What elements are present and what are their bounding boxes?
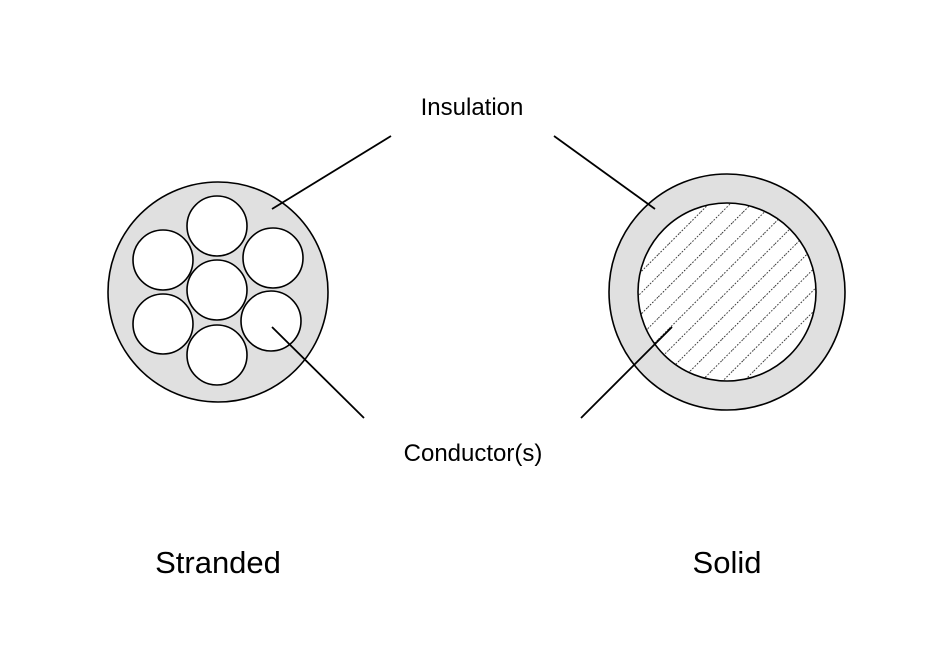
solid-core-outline bbox=[637, 202, 817, 382]
strand-center bbox=[186, 259, 248, 321]
insulation-leader-solid bbox=[553, 135, 656, 210]
stranded-cable bbox=[107, 181, 329, 403]
strand-upper-right bbox=[242, 227, 304, 289]
strand-top bbox=[186, 195, 248, 257]
conductors-label: Conductor(s) bbox=[403, 440, 543, 467]
strand-lower-left bbox=[132, 293, 194, 355]
solid-core-hatching bbox=[638, 203, 816, 381]
leader-lines bbox=[271, 135, 673, 419]
strand-upper-left bbox=[132, 229, 194, 291]
solid-cable bbox=[608, 173, 846, 411]
stranded-caption: Stranded bbox=[155, 545, 281, 580]
conductor-leader-stranded bbox=[271, 326, 365, 419]
solid-caption: Solid bbox=[692, 545, 762, 580]
strand-bottom bbox=[186, 324, 248, 386]
strand-lower-right bbox=[240, 290, 302, 352]
insulation-leader-stranded bbox=[271, 135, 392, 210]
conductor-leader-solid bbox=[580, 326, 673, 419]
insulation-label: Insulation bbox=[420, 94, 524, 121]
